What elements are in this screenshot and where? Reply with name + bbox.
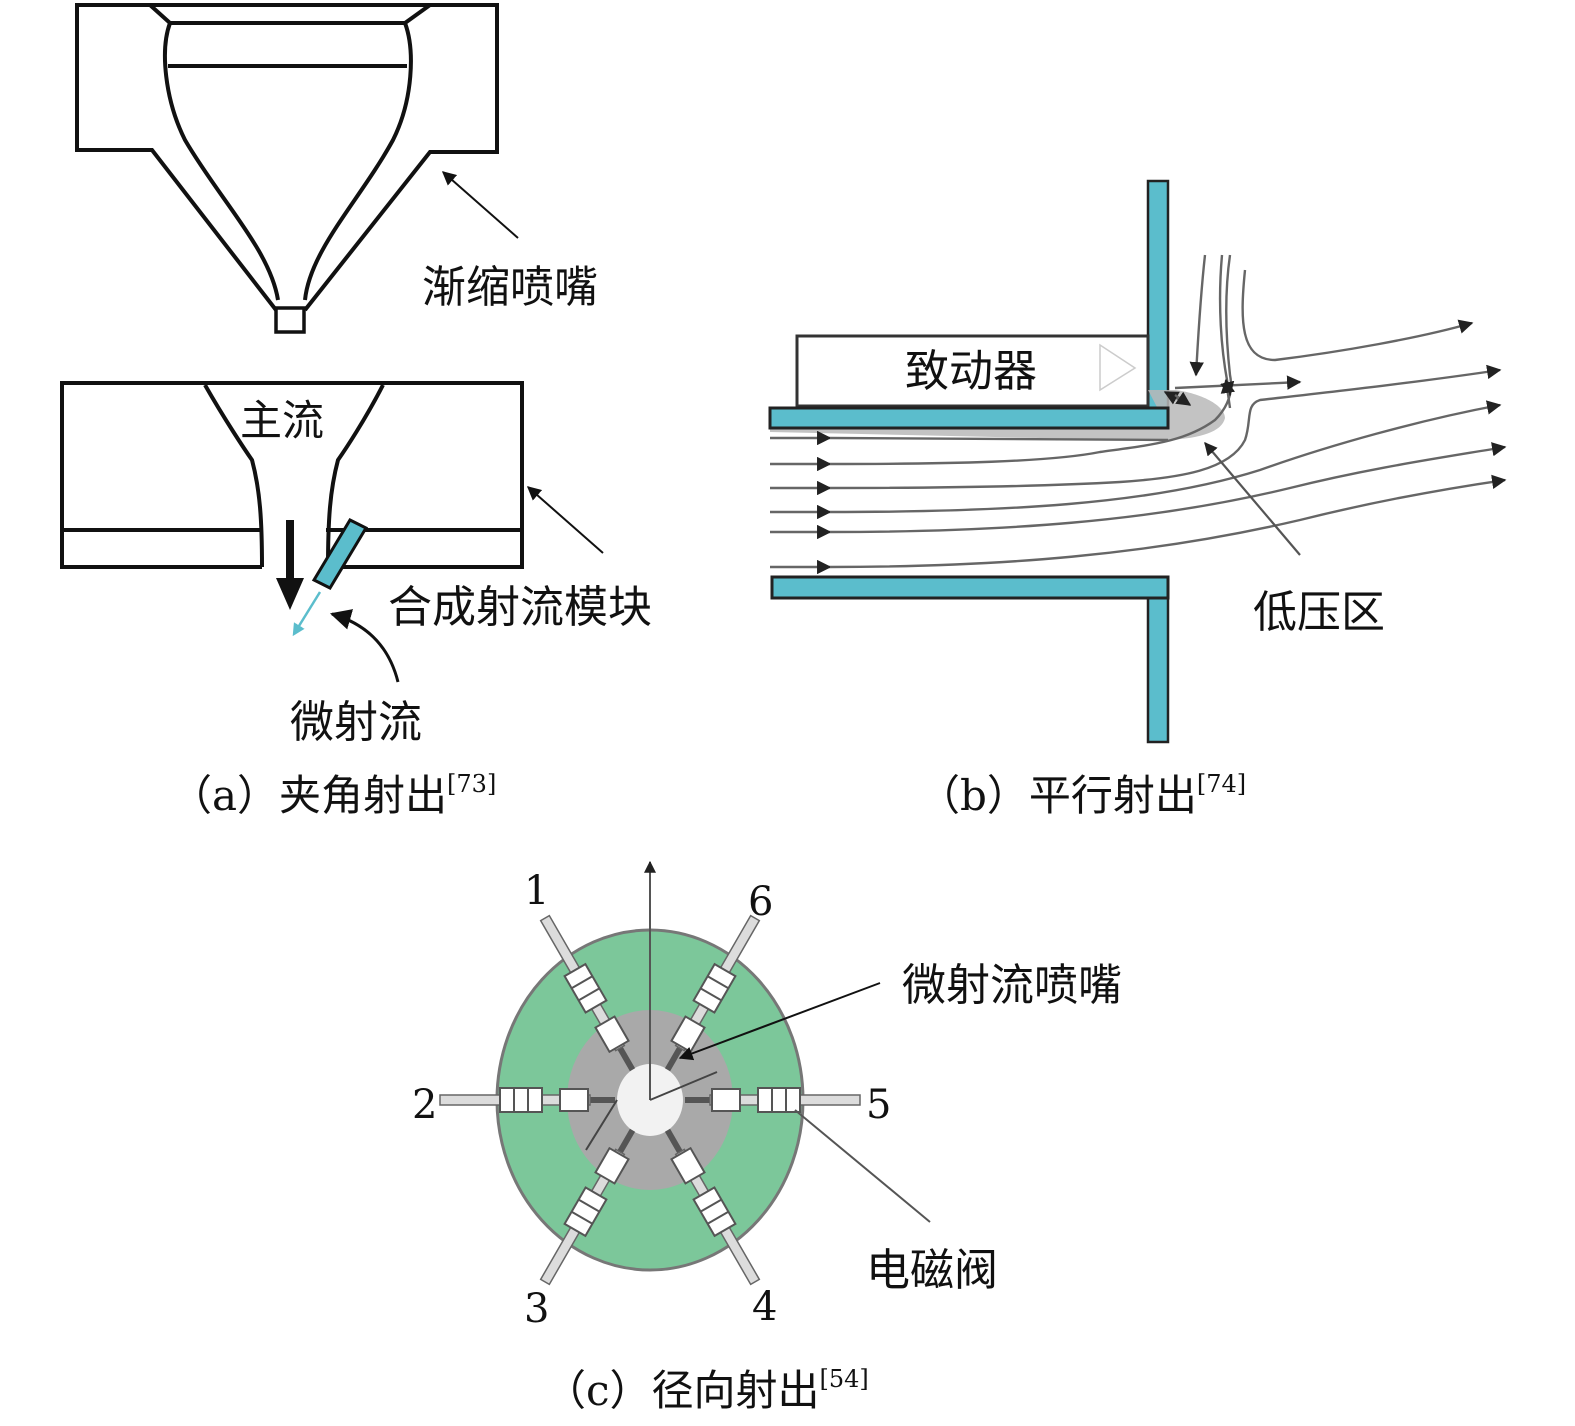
spoke-number-5: 5 xyxy=(866,1082,891,1128)
nozzle-spoke-2 xyxy=(439,1087,615,1113)
label-microjet-nozzle: 微射流喷嘴 xyxy=(902,960,1122,1011)
caption-c: （c）径向射出[54] xyxy=(544,1365,869,1415)
label-converging-nozzle: 渐缩喷嘴 xyxy=(422,262,598,313)
spoke-number-1: 1 xyxy=(524,868,549,914)
label-actuator: 致动器 xyxy=(905,346,1037,397)
label-solenoid-valve: 电磁阀 xyxy=(866,1245,998,1296)
nozzle-pointer-arrow-c xyxy=(678,982,881,1061)
nozzle-spokes xyxy=(439,914,861,1286)
spoke-number-4: 4 xyxy=(752,1284,777,1330)
upper-plate xyxy=(768,406,1170,430)
upper-vertical-wall xyxy=(1146,179,1170,411)
label-low-pressure: 低压区 xyxy=(1253,587,1385,638)
label-jet-module: 合成射流模块 xyxy=(388,582,652,633)
synthetic-jet-actuator xyxy=(311,518,369,590)
nozzle-center-line xyxy=(649,1071,718,1101)
actuator-box xyxy=(795,334,1150,408)
panel-c: 微射流喷嘴 电磁阀 1 2 3 4 5 6 （c）径向射出[54] xyxy=(412,860,1122,1415)
converging-nozzle xyxy=(75,3,499,334)
jet-module xyxy=(60,381,524,569)
panel-a: 渐缩喷嘴 主流 合成射流模块 微射流 （a）夹角射出[73] xyxy=(60,3,652,820)
low-pressure-pointer-arrow xyxy=(1204,441,1301,556)
caption-a: （a）夹角射出[73] xyxy=(170,770,496,820)
microjet-arrow xyxy=(292,591,322,637)
nozzle-spoke-4 xyxy=(664,1128,761,1286)
lower-vertical-wall xyxy=(1146,596,1170,744)
spoke-number-2: 2 xyxy=(412,1082,437,1128)
streamlines xyxy=(770,254,1507,575)
nozzle-spoke-5 xyxy=(685,1087,861,1113)
microjet-pointer-arrow xyxy=(329,609,400,683)
nozzle-spoke-3 xyxy=(539,1128,636,1286)
label-microjet: 微射流 xyxy=(290,697,422,748)
panel-b: 致动器 低压区 xyxy=(768,179,1507,820)
nozzle-pointer-arrow xyxy=(441,171,519,239)
lower-plate xyxy=(770,575,1170,600)
actuator-triangle-icon xyxy=(1099,343,1137,392)
inner-pointer-line xyxy=(585,1099,618,1151)
spoke-number-6: 6 xyxy=(748,879,773,925)
module-pointer-arrow xyxy=(526,486,604,554)
label-main-flow: 主流 xyxy=(240,396,324,445)
spoke-number-3: 3 xyxy=(524,1286,549,1332)
valve-pointer-line xyxy=(794,1109,931,1223)
nozzle-spoke-6 xyxy=(664,914,761,1072)
nozzle-spoke-1 xyxy=(539,914,636,1072)
main-flow-arrow xyxy=(276,520,304,610)
caption-b: （b）平行射出[74] xyxy=(918,770,1246,820)
